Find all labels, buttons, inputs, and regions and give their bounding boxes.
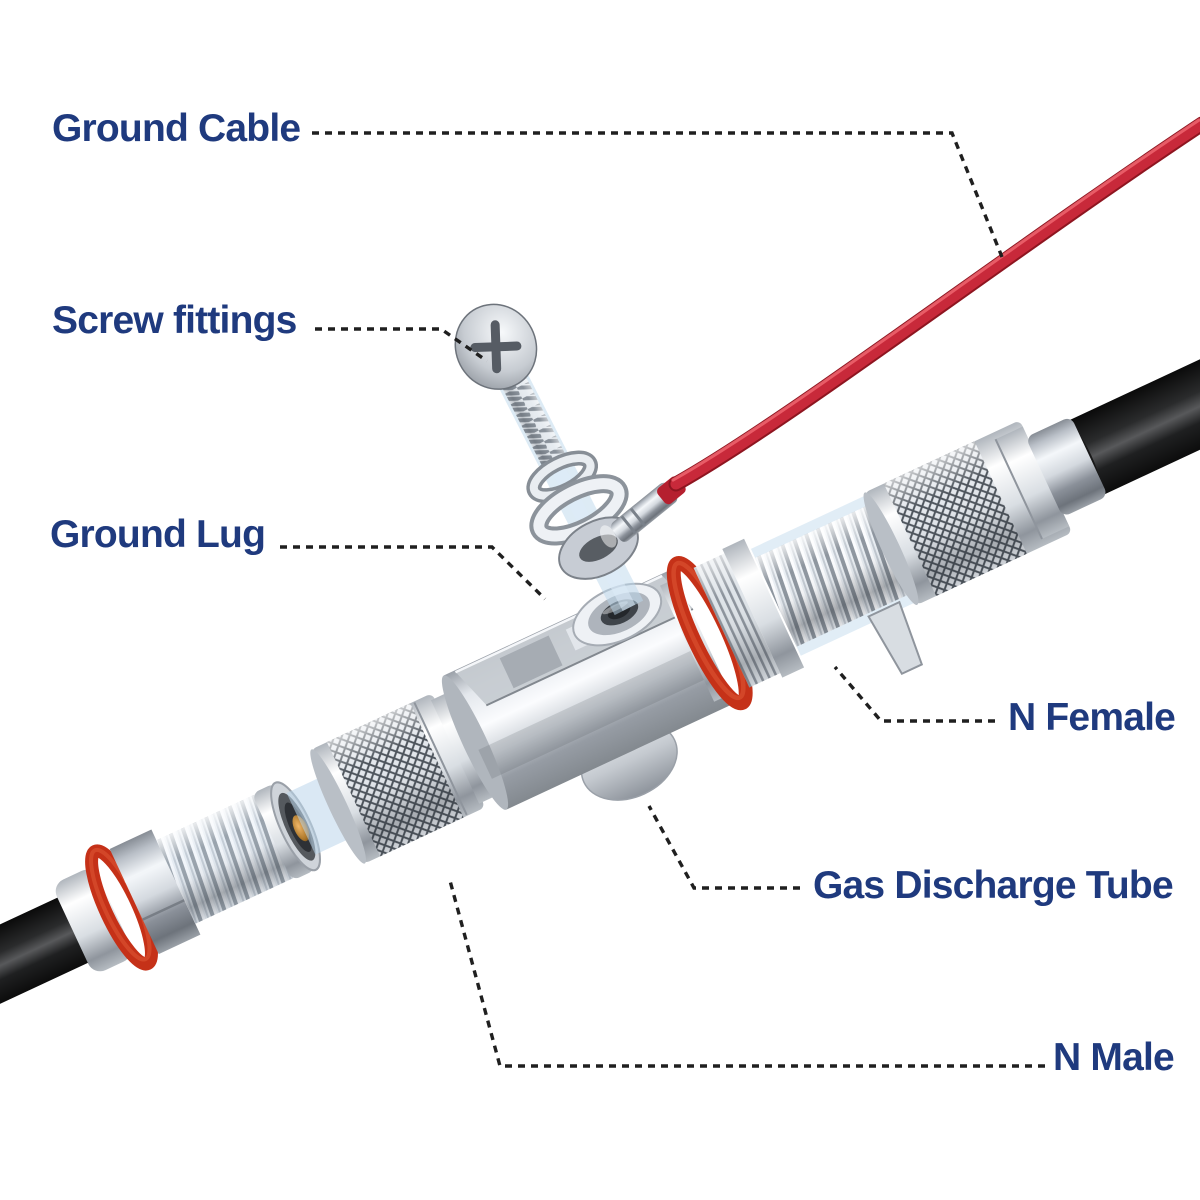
hex-facet-line (124, 861, 168, 883)
leader-screw-fittings (315, 327, 488, 363)
flat-washer (722, 538, 805, 678)
connector-end (863, 492, 919, 605)
cable-jacket (1065, 286, 1200, 495)
band-line (413, 702, 468, 816)
crimp-ridge (629, 507, 647, 527)
crimp-ferrule (1028, 418, 1106, 515)
bulkhead-hardware-stack (666, 538, 805, 711)
leader-gas-discharge-tube (647, 805, 800, 890)
label-ground-cable: Ground Cable (52, 107, 301, 150)
flat-notch (499, 635, 563, 689)
center-pin-gold (292, 815, 310, 842)
coupling-end (310, 749, 366, 864)
flat-edge-shadow (485, 608, 694, 707)
back-cap (55, 869, 132, 972)
hex-nut (109, 829, 201, 955)
hex-facet-line (142, 899, 185, 921)
terminal-glint (599, 525, 617, 548)
ground-wire-highlight (671, 118, 1200, 482)
n-male-coupling-nut (310, 695, 484, 864)
label-n-female: N Female (1008, 696, 1176, 739)
phillips-cross-icon (470, 320, 522, 374)
arrestor-body (441, 570, 732, 810)
cable-jacket (0, 894, 97, 1048)
leader-ground-lug (280, 545, 547, 601)
label-gas-discharge-tube: Gas Discharge Tube (813, 864, 1174, 907)
bulkhead-washer-tab (867, 600, 924, 676)
rear-collar (995, 426, 1070, 539)
left-bulkhead-connector (55, 781, 321, 972)
leader-n-female (833, 665, 995, 723)
leader-ground-cable (312, 131, 1004, 258)
arrestor-assembly (0, 286, 1200, 1048)
label-n-male: N Male (1053, 1036, 1175, 1079)
leader-lines (280, 131, 1045, 1068)
right-n-male-connector (863, 418, 1106, 605)
shading-overlay (883, 441, 1027, 596)
ground-screw-assembly (454, 303, 644, 616)
body-reflection (478, 645, 717, 779)
label-screw-fittings: Screw fittings (52, 299, 297, 342)
body-cylinder (443, 570, 732, 810)
ground-wire (668, 116, 1200, 492)
phillips-slot (470, 341, 522, 353)
crimp-ridge (620, 515, 637, 535)
ground-wire-body (670, 118, 1200, 490)
shading-overlay (755, 505, 909, 647)
shading-overlay (693, 553, 781, 688)
band-line (994, 438, 1043, 540)
shading-overlay (156, 794, 294, 924)
label-ground-lug: Ground Lug (50, 513, 266, 556)
shading-overlay (326, 703, 464, 857)
body-end (441, 675, 509, 810)
ghost-cylinder (286, 774, 356, 855)
